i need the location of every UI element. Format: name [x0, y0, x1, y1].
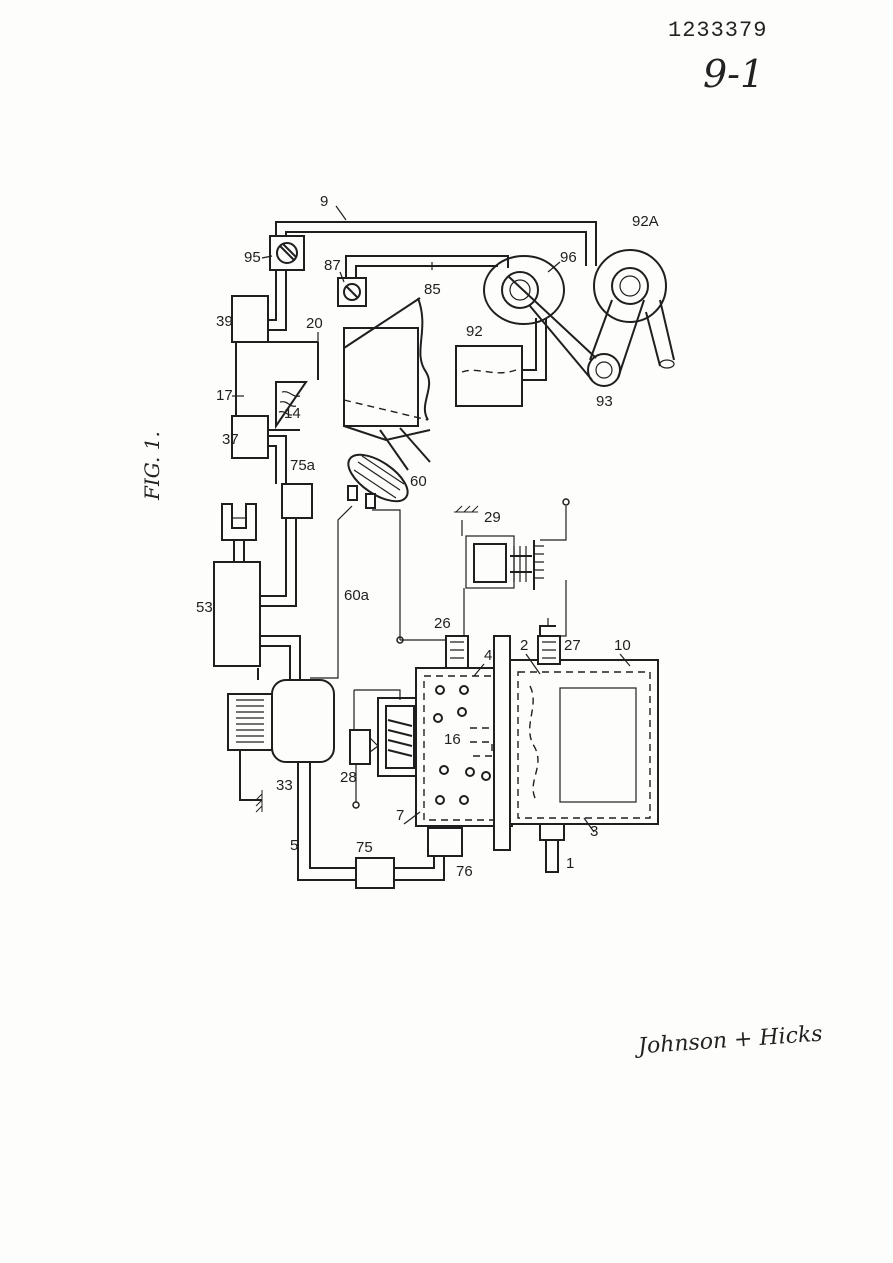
solenoid-28: [349, 689, 421, 809]
pulley-96: [483, 255, 565, 325]
block-53: [213, 561, 261, 667]
ref-96: 96: [560, 249, 577, 266]
mould-10: [509, 659, 659, 825]
ref-16: 16: [444, 731, 461, 748]
drive-belts: [507, 275, 645, 381]
ref-33: 33: [276, 777, 293, 794]
valve-75a: [281, 483, 313, 519]
sensor-29: [454, 498, 570, 637]
ref-29: 29: [484, 509, 501, 526]
element-14: [275, 381, 308, 430]
ram-1: [539, 823, 565, 873]
ref-75a: 75a: [290, 457, 316, 474]
connector-60: [347, 453, 409, 509]
line-60a: [310, 505, 401, 679]
ref-39: 39: [216, 313, 233, 330]
pipe-5: [297, 762, 356, 881]
pipe-53-33: [257, 635, 301, 680]
ref-17: 17: [216, 387, 233, 404]
ref-26: 26: [434, 615, 451, 632]
ref-14: 14: [284, 405, 301, 422]
motor-33: [227, 679, 335, 813]
hopper: [343, 297, 431, 471]
ref-37: 37: [222, 431, 239, 448]
ref-75: 75: [356, 839, 373, 856]
reference-numerals: 9 92A 95 87 85 96 39 20 92 17 14 37 93 7…: [196, 193, 659, 880]
ref-7: 7: [396, 807, 404, 824]
ref-5: 5: [290, 837, 298, 854]
fork-fitting: [221, 503, 257, 562]
ref-1: 1: [566, 855, 574, 872]
pipe-75-76: [394, 856, 445, 881]
pipe-9: [268, 221, 597, 331]
ref-20: 20: [306, 315, 323, 332]
ref-60: 60: [410, 473, 427, 490]
ref-92: 92: [466, 323, 483, 340]
ref-53: 53: [196, 599, 213, 616]
ref-60a: 60a: [344, 587, 370, 604]
ref-4: 4: [484, 647, 492, 664]
fitting-27: [537, 618, 561, 665]
ref-2: 2: [520, 637, 528, 654]
ref-87: 87: [324, 257, 341, 274]
ref-28: 28: [340, 769, 357, 786]
fitting-26: [445, 635, 469, 669]
platen: [493, 635, 511, 851]
ref-27: 27: [564, 637, 581, 654]
pipe-75a-53: [260, 518, 297, 607]
ref-92a: 92A: [632, 213, 659, 230]
pulley-93: [587, 353, 621, 387]
ref-85: 85: [424, 281, 441, 298]
pipe-37-75a: [268, 435, 287, 484]
ref-93: 93: [596, 393, 613, 410]
block-37: [231, 415, 269, 459]
valve-95: [269, 235, 305, 271]
ref-10: 10: [614, 637, 631, 654]
sheet-mark: 9-1: [703, 52, 765, 96]
block-76: [427, 827, 463, 857]
publication-number: 1233379: [668, 18, 768, 43]
valve-87: [337, 277, 367, 307]
ref-76: 76: [456, 863, 473, 880]
valve-75: [355, 857, 395, 889]
ref-95: 95: [244, 249, 261, 266]
tank-92: [455, 318, 547, 407]
block-39: [231, 295, 269, 343]
ref-9: 9: [320, 193, 328, 210]
pulley-92a: [593, 249, 675, 369]
